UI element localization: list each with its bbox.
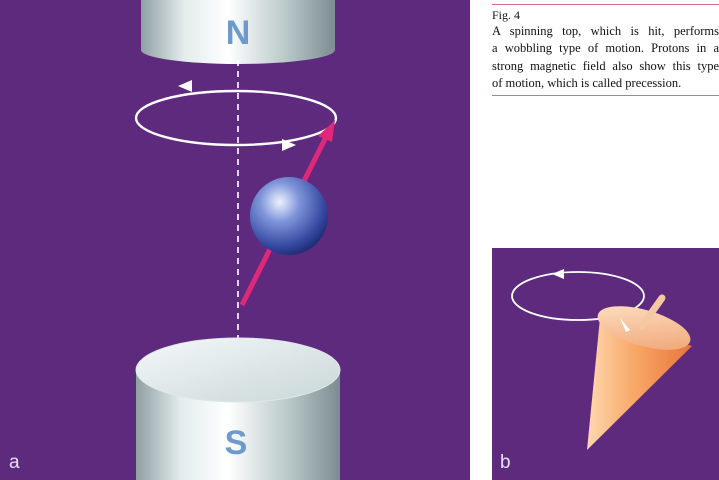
panel-b-letter: b [500, 452, 511, 473]
caption-rule-top [492, 4, 719, 5]
top-orbit-arrowhead [552, 269, 564, 279]
panel-b-spinning-top-figure: b [492, 248, 719, 480]
figure-caption: Fig. 4 A spinning top, which is hit, per… [492, 4, 719, 96]
panel-a-illustration [134, 0, 341, 480]
panel-a-precession-figure: N S a [0, 0, 470, 480]
orbit-arrowhead-bottom [282, 139, 296, 151]
top-precession-orbit [511, 271, 645, 321]
spinning-top-cone [587, 318, 692, 450]
caption-rule-bottom [492, 94, 719, 96]
figure-label: Fig. 4 [492, 8, 521, 22]
caption-line-1: A spinning top, which is hit, performs [492, 24, 719, 38]
south-pole-label: S [224, 424, 248, 462]
panel-a-letter: a [9, 452, 20, 473]
north-pole-label: N [225, 14, 251, 52]
caption-line-4: of motion, which is called precession. [492, 76, 682, 91]
proton-sphere [250, 177, 328, 255]
spinning-top-handle [638, 294, 666, 330]
panel-b-illustration [511, 269, 692, 450]
top-axis-arrowhead [620, 318, 630, 332]
caption-line-3: strong magnetic field also show this typ… [492, 58, 719, 73]
caption-line-2: a wobbling type of motion. Protons in a [492, 41, 719, 56]
south-magnet [135, 337, 341, 480]
orbit-arrowhead-top [178, 80, 192, 92]
north-magnet [141, 0, 335, 64]
precession-orbit [134, 89, 338, 147]
